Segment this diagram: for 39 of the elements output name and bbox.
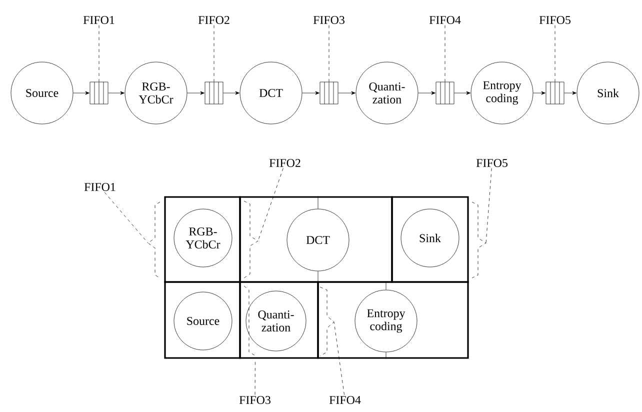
fifo-label: FIFO5 — [476, 158, 508, 168]
fifo-label: FIFO4 — [429, 16, 461, 24]
fifo-label: FIFO2 — [198, 16, 230, 24]
arrow — [73, 91, 90, 95]
arrow — [302, 91, 320, 95]
grid-cell — [239, 281, 319, 359]
leader-line — [334, 322, 344, 395]
fifo-buffer — [204, 82, 224, 104]
fifo-label: FIFO3 — [313, 16, 344, 24]
fifo-label: FIFO3 — [239, 396, 270, 404]
arrow — [187, 91, 204, 95]
leader-line — [486, 168, 492, 244]
fifo-label: FIFO1 — [83, 16, 114, 24]
fifo-buffer — [436, 82, 454, 104]
fifo-buffer — [546, 82, 564, 104]
fifo-label: FIFO2 — [269, 158, 300, 168]
grid-cell — [317, 281, 469, 359]
arrow — [454, 91, 470, 95]
arrow — [223, 91, 240, 95]
arrow — [564, 91, 576, 95]
grid-cell — [391, 196, 469, 283]
arrow — [418, 91, 436, 95]
grid-cell — [164, 196, 241, 283]
leader-line — [98, 25, 100, 82]
fifo-label: FIFO5 — [539, 16, 570, 24]
fifo-buffer — [320, 82, 338, 104]
leader-line — [444, 25, 446, 82]
leader-line — [554, 25, 556, 82]
leader-line — [258, 168, 284, 242]
fifo-label: FIFO4 — [329, 396, 361, 404]
arrow — [533, 91, 546, 95]
arrow — [108, 91, 124, 95]
leader-line — [328, 25, 330, 82]
arrow — [338, 91, 356, 95]
grid-cell — [164, 281, 241, 359]
leader-line — [104, 192, 148, 244]
fifo-buffer — [90, 82, 108, 104]
grid-cell — [239, 196, 393, 283]
fifo-label: FIFO1 — [84, 182, 116, 192]
